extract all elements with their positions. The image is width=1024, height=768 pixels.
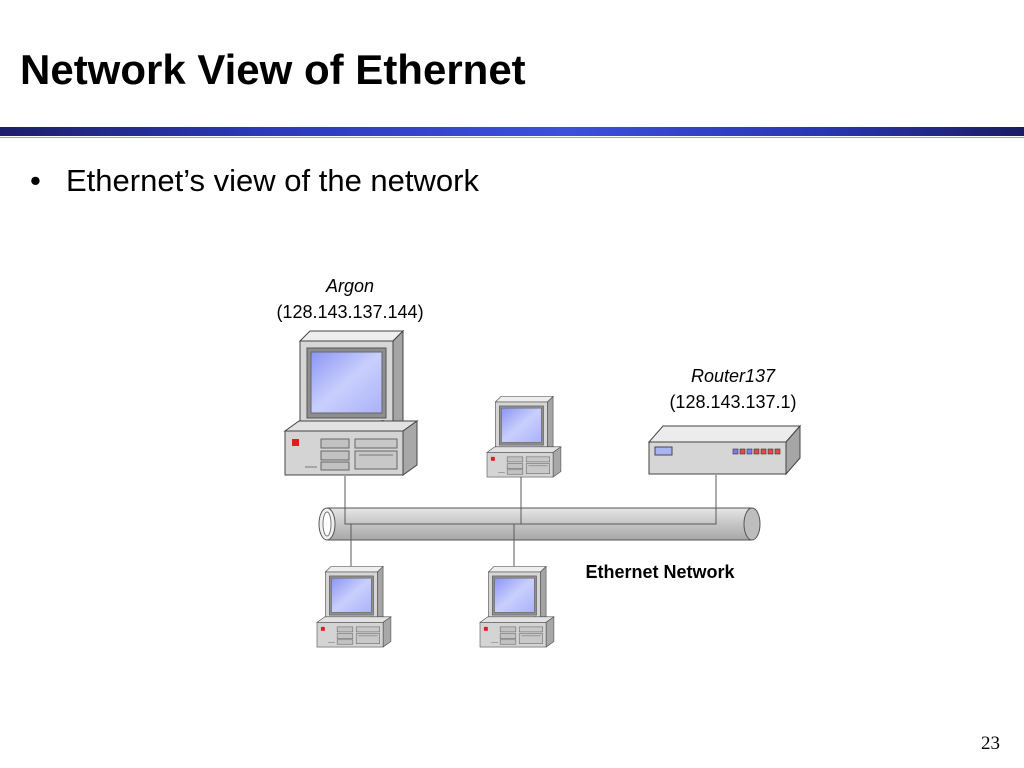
bullet-item: • Ethernet’s view of the network (30, 163, 479, 199)
host-3 (316, 566, 392, 648)
host-2 (486, 396, 562, 478)
bullet-text: Ethernet’s view of the network (66, 163, 479, 198)
host-4 (479, 566, 555, 648)
desktop-computer-icon (486, 396, 562, 478)
title-divider-thin (0, 137, 1024, 138)
desktop-computer-icon (284, 330, 418, 476)
page-number: 23 (981, 733, 1000, 754)
router-address: (128.143.137.1) (669, 392, 796, 412)
host-argon (284, 330, 418, 476)
network-label: Ethernet Network (585, 562, 735, 582)
bullet-dot: • (30, 163, 41, 198)
router-name: Router137 (691, 366, 776, 386)
host-argon-name: Argon (325, 276, 374, 296)
router-icon (647, 424, 802, 476)
desktop-computer-icon (316, 566, 392, 648)
slide-title: Network View of Ethernet (20, 46, 526, 93)
desktop-computer-icon (479, 566, 555, 648)
title-divider (0, 127, 1024, 136)
host-argon-address: (128.143.137.144) (276, 302, 423, 322)
